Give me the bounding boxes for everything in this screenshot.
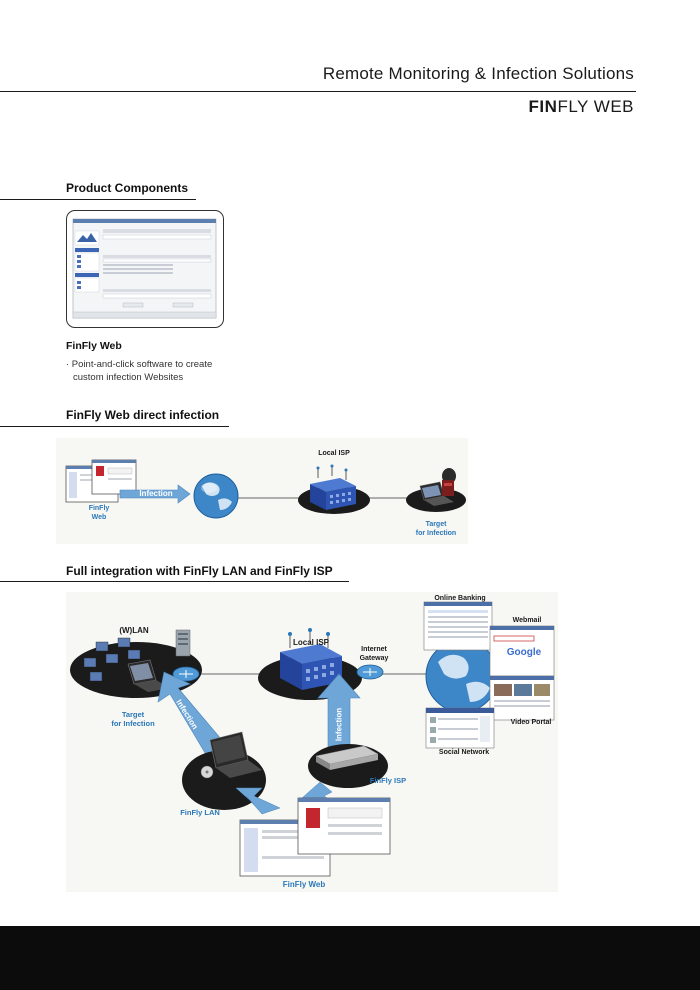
target-laptop-icon bbox=[406, 468, 466, 512]
section-divider-components bbox=[0, 199, 196, 200]
label-finfly-web: FinFly Web bbox=[282, 880, 326, 889]
video-portal-screenshot bbox=[489, 675, 555, 721]
direct-infection-diagram: FinFly Web Infection Local ISP Target fo… bbox=[56, 438, 468, 544]
router-left-icon bbox=[172, 666, 200, 682]
finfly-web-screens bbox=[239, 797, 391, 877]
document-title: Remote Monitoring & Infection Solutions bbox=[322, 64, 634, 83]
label-local-isp: Local ISP bbox=[318, 450, 350, 457]
section-divider-integration bbox=[0, 581, 349, 582]
online-banking-screenshot bbox=[423, 601, 493, 651]
integration-artwork bbox=[70, 601, 555, 877]
label-internet-gateway: Internet Gateway bbox=[359, 646, 389, 662]
label-google: Google bbox=[506, 647, 542, 658]
finfly-isp-platform bbox=[308, 744, 388, 788]
label-target: Target for Infection bbox=[415, 521, 457, 537]
component-description: · Point-and-click software to create cus… bbox=[66, 358, 266, 384]
label-infection-right: Infection bbox=[334, 707, 344, 742]
component-description-line-1: · Point-and-click software to create bbox=[66, 359, 213, 370]
product-title: FINFLY WEB bbox=[529, 97, 634, 117]
label-wlan: (W)LAN bbox=[119, 626, 149, 635]
product-title-rest: FLY WEB bbox=[557, 97, 634, 116]
integration-diagram: (W)LAN Local ISP Internet Gateway Online… bbox=[66, 592, 558, 892]
header-divider bbox=[0, 91, 636, 92]
globe-icon bbox=[425, 639, 499, 713]
footer-bar bbox=[0, 926, 700, 990]
wlan-platform bbox=[70, 629, 202, 698]
finfly-web-screens bbox=[65, 459, 137, 503]
section-heading-components: Product Components bbox=[66, 181, 188, 195]
section-heading-direct-infection: FinFly Web direct infection bbox=[66, 408, 220, 422]
label-online-banking: Online Banking bbox=[434, 595, 486, 602]
label-finfly-lan: FinFly LAN bbox=[180, 808, 220, 817]
component-name: FinFly Web bbox=[66, 340, 122, 352]
section-divider-direct-infection bbox=[0, 426, 229, 427]
component-description-line-2: custom infection Websites bbox=[73, 372, 184, 383]
webmail-screenshot bbox=[489, 625, 555, 677]
label-infection-arrow: Infection bbox=[139, 489, 173, 498]
label-video-portal: Video Portal bbox=[510, 719, 552, 726]
software-screenshot bbox=[66, 210, 224, 328]
social-network-screenshot bbox=[425, 707, 495, 749]
label-webmail: Webmail bbox=[512, 617, 542, 624]
label-finfly-web: FinFly Web bbox=[88, 505, 110, 521]
section-heading-integration: Full integration with FinFly LAN and Fin… bbox=[66, 564, 333, 578]
label-finfly-isp: FinFly ISP bbox=[369, 776, 407, 785]
label-local-isp: Local ISP bbox=[292, 638, 329, 647]
direct-infection-artwork bbox=[65, 459, 466, 519]
software-window-thumbnail bbox=[72, 218, 217, 319]
label-target: Target for Infection bbox=[111, 710, 155, 728]
router-right-icon bbox=[356, 664, 384, 680]
infection-arrow bbox=[119, 484, 191, 504]
globe-icon bbox=[193, 473, 239, 519]
product-title-bold: FIN bbox=[528, 97, 558, 116]
isp-building-icon bbox=[298, 464, 370, 514]
label-social-network: Social Network bbox=[438, 749, 490, 756]
